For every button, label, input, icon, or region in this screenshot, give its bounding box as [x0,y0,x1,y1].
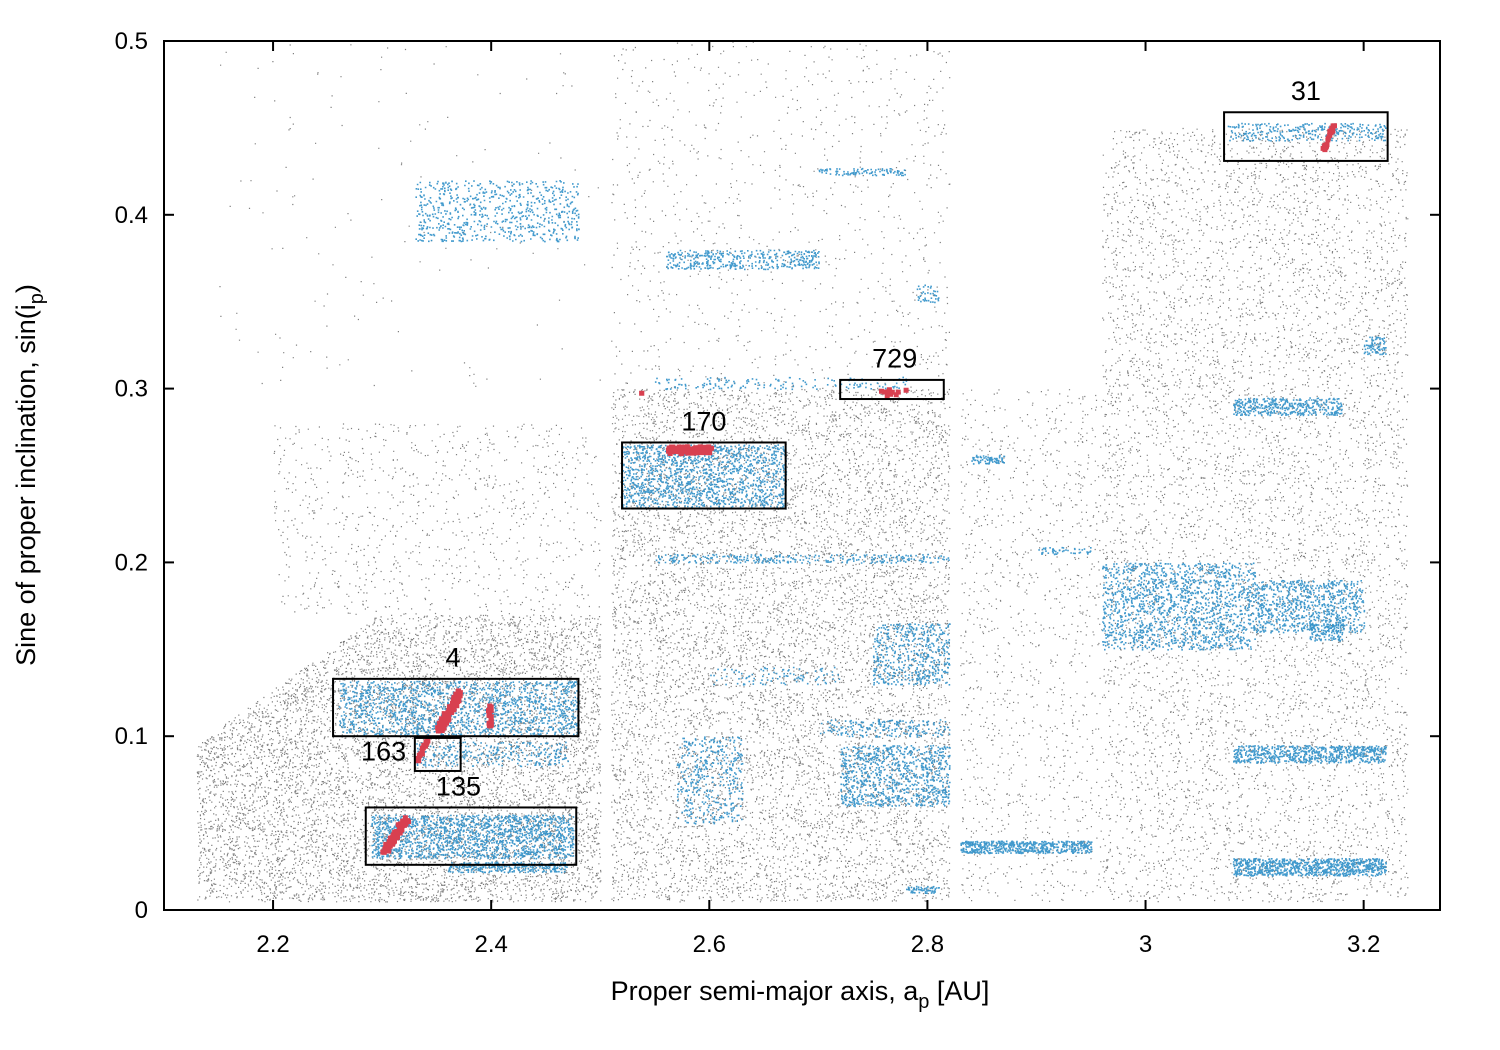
x-tick-label: 3.2 [1347,931,1380,958]
family-member-cluster-18 [1038,546,1092,556]
family-box-729 [839,378,945,401]
family-member-cluster-16 [960,840,1093,855]
family-member-cluster-14 [916,284,940,304]
family-member-cluster-25 [1363,336,1387,356]
highlighted-member-cluster-0 [435,688,463,734]
family-member-cluster-17 [971,454,1006,465]
highlighted-member-cluster-5 [639,390,645,396]
family-box-31 [1223,111,1389,162]
family-box-label-135: 135 [436,771,481,801]
y-tick-label: 0.2 [115,549,148,576]
family-box-135 [364,806,578,866]
highlighted-member-cluster-1 [486,703,494,729]
family-box-label-170: 170 [681,406,726,436]
background-asteroid-cluster-5 [1102,127,1409,903]
family-member-cluster-6 [655,553,950,564]
family-member-cluster-0 [415,180,580,243]
family-box-4 [332,677,580,738]
x-tick-label: 2.6 [693,931,726,958]
family-box-label-31: 31 [1291,76,1321,106]
family-boxes: 4 163 135 170 729 31 [332,76,1389,866]
y-tick-label: 0.4 [115,202,148,229]
family-box-163 [413,736,462,772]
family-member-cluster-23 [1233,744,1387,764]
family-box-label-4: 4 [445,643,460,673]
family-box-label-729: 729 [872,344,917,374]
y-tick-label: 0 [135,897,148,924]
highlighted-member-cluster-6 [879,387,909,399]
family-member-cluster-11 [840,744,951,808]
family-member-cluster-8 [654,376,908,391]
family-box-170 [621,441,787,510]
family-member-cluster-20 [1254,579,1366,634]
family-member-cluster-22 [1232,857,1387,877]
highlighted-member-points [380,123,1337,855]
y-axis-ticks: 0 0.1 0.2 0.3 0.4 0.5 [115,28,1440,924]
x-tick-label: 2.8 [911,931,944,958]
family-member-cluster-24 [1233,397,1343,417]
x-axis-ticks: 2.2 2.4 2.6 2.8 3 3.2 [256,41,1380,958]
family-member-cluster-9 [676,736,744,825]
family-box-label-163: 163 [361,737,406,767]
family-member-cluster-12 [872,623,951,686]
x-axis-label: Proper semi-major axis, ap [AU] [611,976,990,1013]
family-member-cluster-2 [415,741,569,768]
background-asteroid-cluster-6 [219,44,601,387]
x-tick-label: 2.2 [256,931,289,958]
highlighted-member-cluster-7 [1320,123,1337,153]
family-member-cluster-10 [819,718,951,738]
background-asteroid-cluster-2 [611,388,951,903]
family-member-cluster-27 [1309,623,1344,642]
family-member-cluster-1 [338,680,580,736]
family-member-points [338,122,1387,894]
highlighted-member-cluster-4 [666,444,715,457]
family-member-cluster-13 [818,167,906,177]
family-member-cluster-5 [622,444,788,509]
background-asteroid-points [196,41,1409,903]
y-tick-label: 0.1 [115,723,148,750]
highlighted-member-cluster-2 [415,738,431,764]
x-tick-label: 3 [1139,931,1152,958]
y-axis-label: Sine of proper inclination, sin(ip) [11,284,48,666]
plot-frame [163,40,1441,911]
y-tick-label: 0.5 [115,28,148,55]
family-member-cluster-21 [1227,122,1387,142]
family-member-cluster-15 [906,885,940,894]
x-tick-label: 2.4 [474,931,507,958]
y-tick-label: 0.3 [115,376,148,403]
background-asteroid-cluster-0 [196,614,602,903]
family-member-cluster-19 [1102,562,1257,651]
family-member-cluster-3 [371,814,575,860]
highlighted-member-cluster-3 [380,815,411,855]
family-member-cluster-7 [666,249,820,271]
